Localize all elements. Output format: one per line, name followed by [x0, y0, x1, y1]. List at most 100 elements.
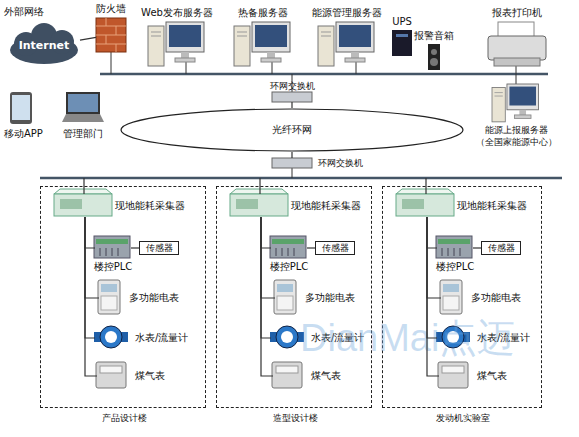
node-label: 环网交换机 [270, 80, 315, 92]
tablet-body [10, 92, 32, 124]
node-label: 多功能电表 [305, 292, 355, 304]
gas-meter-node: 煤气表 [97, 363, 127, 389]
node-label: 传感器 [322, 242, 349, 254]
node-label: 传感器 [146, 242, 173, 254]
connector-line [291, 102, 292, 108]
connector-line [85, 217, 95, 338]
laptop-screen [66, 92, 100, 114]
plc-node: 楼控PLC [271, 237, 307, 259]
connector-line [427, 217, 437, 338]
meter-node: 多功能电表 [275, 281, 297, 315]
node-label: UPS [392, 16, 412, 28]
node-label: 产品设计楼 [102, 412, 147, 424]
building-group: 产品设计楼现地能耗采集器楼控PLC传感器多功能电表水表/流量计煤气表 [40, 186, 206, 408]
gas-meter-node: 煤气表 [273, 363, 303, 389]
cloud-part [10, 36, 78, 64]
connector-line [85, 217, 99, 298]
node-label: 煤气表 [311, 370, 341, 382]
printer-body [488, 36, 546, 60]
brick-wall [96, 18, 126, 52]
switch-icon [272, 92, 312, 168]
node-label: 热备服务器 [238, 7, 288, 19]
bus-drop [292, 168, 293, 178]
server-node: Web发布服务器 [148, 22, 206, 66]
node-label: 传感器 [488, 242, 515, 254]
node-label: 报表打印机 [492, 7, 542, 19]
connector-line [131, 247, 139, 248]
sensor-box: 传感器 [139, 241, 179, 255]
node-label: 能源上报服务器 [485, 124, 548, 136]
sensor-box: 传感器 [481, 241, 521, 255]
server-node: 热备服务器 [234, 22, 292, 66]
collector-node: 现地能耗采集器 [55, 195, 113, 217]
server-node: 能源上报服务器（全国家能源中心） [492, 84, 540, 122]
bus-drop [356, 62, 357, 74]
connector-line [261, 217, 271, 248]
node-label: 移动APP [4, 128, 43, 140]
speaker-node: 报警音箱 [428, 44, 440, 70]
connector-line [427, 217, 441, 298]
ups-icon [392, 30, 412, 56]
node-label: 楼控PLC [270, 261, 309, 273]
cloud-node: 外部网络Internet [8, 26, 80, 66]
laptop-icon [62, 92, 104, 122]
ups-body [392, 30, 412, 56]
laptop-base [62, 114, 104, 122]
connector-line [473, 247, 481, 248]
ring-ellipse-line [121, 109, 463, 151]
brick-lines [96, 18, 126, 52]
bus-drop [186, 62, 187, 74]
speaker-cone [430, 58, 438, 66]
building-group: 造型设计楼现地能耗采集器楼控PLC传感器多功能电表水表/流量计煤气表 [216, 186, 372, 408]
server-icon [148, 22, 204, 66]
plc-node: 楼控PLC [437, 237, 473, 259]
ups-node: UPS [392, 30, 412, 56]
node-label: 楼控PLC [436, 261, 475, 273]
node-label: 造型设计楼 [273, 412, 318, 424]
building-group: 发动机实验室现地能耗采集器楼控PLC传感器多功能电表水表/流量计煤气表 [382, 186, 542, 408]
cloud-icon [10, 23, 78, 64]
bottom-bus [40, 177, 562, 180]
node-label: 光纤环网 [272, 124, 312, 136]
switch-body [272, 92, 312, 102]
speaker-cone [431, 49, 437, 55]
node-label: （全国家能源中心） [476, 136, 557, 148]
ups-panel [396, 34, 408, 37]
server-icon [492, 84, 538, 122]
tablet-screen [12, 95, 30, 120]
server-icon [234, 22, 290, 66]
connector-line [261, 217, 275, 298]
plc-node: 楼控PLC [95, 237, 131, 259]
connector-line [427, 217, 439, 376]
water-meter-node: 水表/流量计 [271, 327, 305, 349]
switch-node: 环网交换机 [272, 158, 312, 168]
firewall-icon [96, 18, 126, 52]
node-label: 管理部门 [63, 128, 103, 140]
printer-tray [494, 58, 540, 66]
node-label: 现地能耗采集器 [291, 200, 361, 212]
node-label: 报警音箱 [414, 30, 454, 42]
speaker-body [428, 44, 440, 70]
node-label: 环网交换机 [318, 157, 363, 169]
bus-drop [111, 52, 112, 74]
collector-node: 现地能耗采集器 [231, 195, 289, 217]
node-label: 发动机实验室 [436, 412, 490, 424]
connector-line [307, 247, 315, 248]
node-label: 外部网络 [4, 6, 44, 18]
ring-ellipse: 光纤环网 [120, 108, 464, 152]
top-bus [100, 73, 548, 76]
tablet-icon [10, 92, 32, 124]
speaker-icon [428, 44, 440, 70]
node-label: 楼控PLC [94, 261, 133, 273]
node-label: 能源管理服务器 [312, 7, 382, 19]
connector-line [85, 217, 97, 376]
connector-line [85, 217, 95, 248]
meter-node: 多功能电表 [441, 281, 463, 315]
meter-node: 多功能电表 [99, 281, 121, 315]
water-meter-node: 水表/流量计 [95, 327, 129, 349]
connector-line [291, 152, 292, 158]
mobile-node: 移动APP [10, 92, 32, 124]
network-bus [40, 52, 562, 178]
